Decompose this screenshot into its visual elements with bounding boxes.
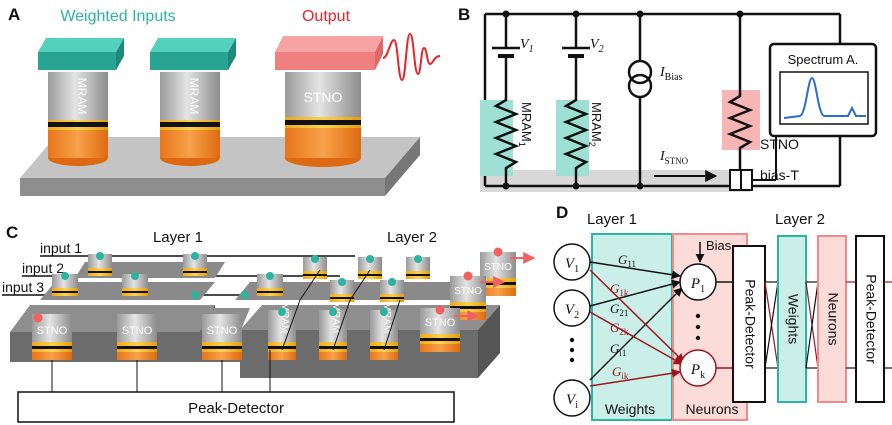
panel-b-letter: B	[458, 5, 470, 24]
node-v1-label: V1	[565, 256, 579, 275]
mram1-resistor	[492, 92, 520, 186]
spectrum-label: Spectrum A.	[788, 52, 859, 67]
mram1-label: MRAM1	[517, 102, 534, 147]
panel-d-letter: D	[556, 203, 568, 222]
gik-label: Gik	[612, 364, 629, 381]
output-label: Output	[302, 8, 351, 25]
layer2-back-pillars	[303, 257, 430, 302]
mram-pillar-1: MRAM	[38, 38, 124, 166]
pillar-3-label: STNO	[304, 89, 343, 105]
istno-label: ISTNO	[659, 149, 689, 166]
g21-label: G21	[610, 301, 628, 318]
stno-front-label-3: STNO	[207, 325, 238, 337]
layer1-label-d: Layer 1	[587, 211, 637, 228]
panel-d: D Layer 1 Layer 2 Weights Neurons V1 V2	[553, 203, 892, 421]
g2k-label: G2k	[610, 320, 629, 337]
node-p1-label: P1	[690, 276, 705, 295]
teal-input-dots	[61, 252, 422, 316]
neurons-box-d	[817, 235, 847, 403]
layer-wires	[51, 269, 401, 392]
node-pk-label: Pk	[690, 362, 705, 381]
peak-detector-box-c	[17, 391, 455, 423]
ground-rail-shade	[480, 170, 750, 192]
panel-c-letter: C	[6, 223, 18, 242]
stno-pillar: STNO	[275, 36, 383, 167]
stno-back-label: STNO	[484, 262, 512, 273]
v2-label: V2	[590, 37, 604, 55]
weights-label-d: Weights	[605, 401, 655, 417]
v-ellipsis	[569, 337, 575, 363]
pillar-1-label: MRAM	[75, 78, 89, 115]
bias-t-label: bias-T	[760, 167, 799, 183]
substrate-front	[20, 178, 385, 196]
stno-mid-label: STNO	[454, 286, 482, 297]
g11-label: G11	[618, 252, 636, 269]
mram-front-label-3: MRAM	[381, 303, 392, 334]
mram-pillar-2: MRAM	[150, 38, 236, 166]
neurons-box-label: Neurons	[825, 293, 841, 346]
red-output-dots	[33, 247, 503, 323]
input1-label: input 1	[40, 240, 82, 256]
bias-label-d: Bias	[706, 238, 732, 253]
cross-lines-1	[764, 281, 779, 369]
peak-detector-label-d1: Peak-Detector	[742, 279, 758, 369]
node-v2	[553, 289, 591, 327]
layer1-stno-row: STNO STNO STNO	[32, 314, 242, 360]
spectrum-trace	[783, 76, 866, 119]
layer1-label-c: Layer 1	[153, 229, 203, 246]
node-vi-label: Vi	[566, 392, 578, 411]
peak-detector-box-d2	[855, 235, 885, 403]
panel-c: C Layer 1 Layer 2 input 1 input 2 input …	[2, 223, 536, 423]
cross-lines-2	[805, 281, 819, 369]
current-source-top	[627, 59, 653, 85]
stno-resistor	[726, 90, 754, 170]
peak-detector-label-d2: Peak-Detector	[863, 274, 879, 364]
mram-front-label-2: MRAM	[330, 303, 341, 334]
mram2-label: MRAM2	[587, 102, 604, 147]
stno-highlight	[722, 90, 760, 150]
red-connections	[589, 269, 685, 387]
layer2-label-d: Layer 2	[775, 211, 825, 228]
layer1-back-pillars	[52, 254, 283, 296]
stno-label-b: STNO	[760, 136, 799, 152]
peak-detector-label-c: Peak-Detector	[188, 400, 284, 417]
black-connections	[589, 242, 705, 381]
g1k-label: G1k	[610, 281, 629, 298]
v1-label: V1	[520, 37, 534, 55]
stno-front-label-2: STNO	[122, 325, 153, 337]
gi1-label: Gi1	[610, 341, 626, 358]
substrate-side	[385, 137, 420, 196]
ibias-label: IBias	[659, 65, 683, 83]
peak-detector-box-d1	[732, 245, 766, 403]
layer2-label-c: Layer 2	[387, 229, 437, 246]
mram-front-label-1: MRAM	[279, 303, 290, 334]
node-v1	[553, 243, 591, 281]
mram2-resistor	[562, 92, 590, 186]
current-source-bottom	[627, 73, 653, 99]
node-v2-label: V2	[565, 302, 579, 321]
panel-b: B V1 MRAM1 V2 MRAM2 IBias ISTNO	[458, 5, 878, 192]
stno-layer2-label: STNO	[425, 317, 456, 329]
panel-a-letter: A	[8, 5, 20, 24]
panel-a: A Weighted Inputs Output MRAM	[8, 5, 441, 196]
weights-box-label: Weights	[785, 294, 801, 344]
input3-label: input 3	[2, 279, 44, 295]
weighted-inputs-label: Weighted Inputs	[60, 8, 175, 25]
weights-box-d	[777, 235, 807, 403]
stno-front-label-1: STNO	[37, 325, 68, 337]
p-ellipsis	[695, 313, 701, 341]
output-waveform	[382, 32, 441, 82]
node-vi	[553, 379, 591, 417]
input2-label: input 2	[22, 260, 64, 276]
layer2-stno-back: STNO STNO	[450, 252, 536, 320]
neurons-label-d: Neurons	[686, 401, 739, 417]
pillar-2-label: MRAM	[187, 78, 201, 115]
